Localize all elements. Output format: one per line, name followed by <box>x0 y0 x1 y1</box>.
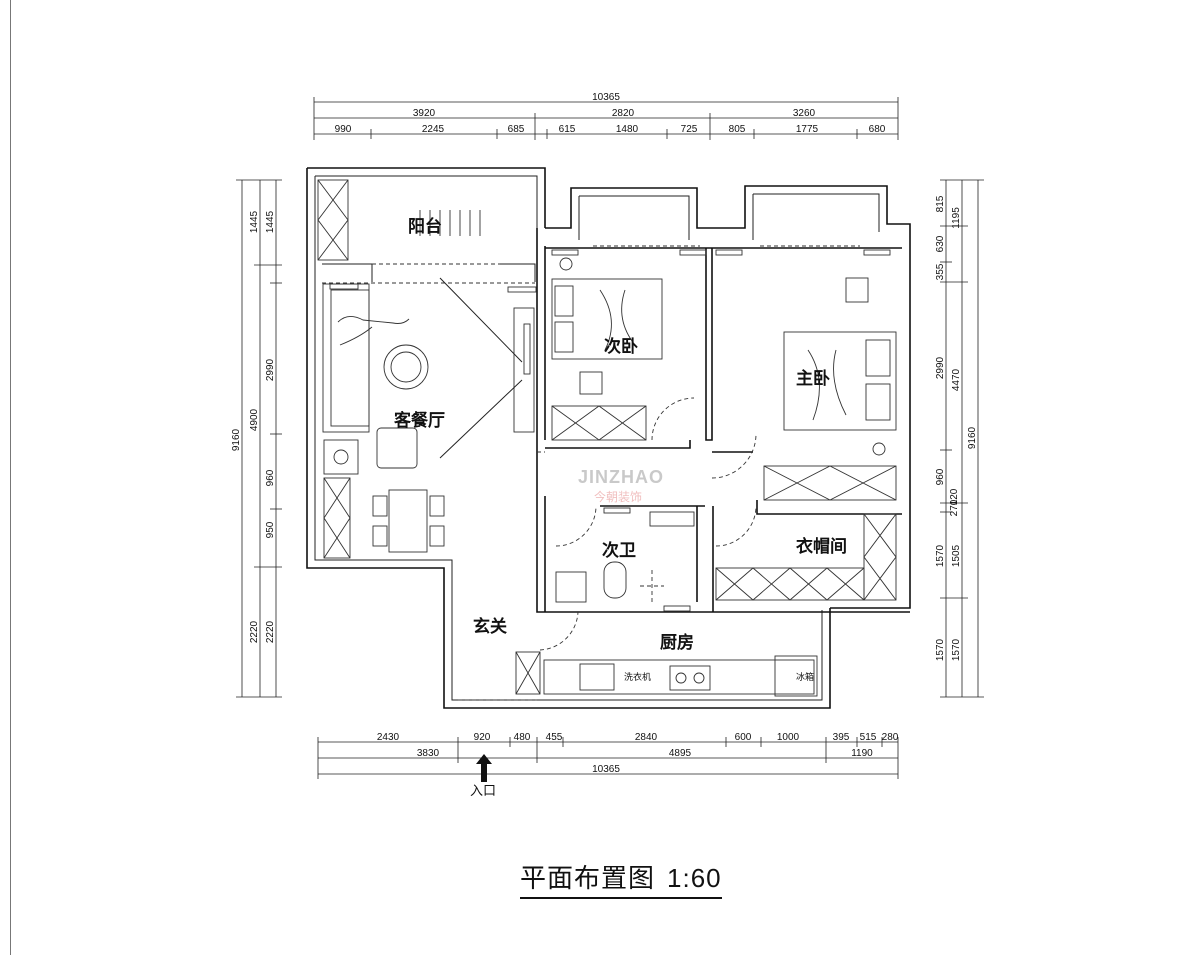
entrance-arrow-icon <box>476 754 492 782</box>
living-furniture <box>322 277 535 559</box>
dim-right-outer-5: 960 <box>935 468 946 485</box>
dim-left-outer-2: 2990 <box>265 358 276 381</box>
dim-right-outer-1: 815 <box>935 195 946 212</box>
dim-right-outer-8: 1570 <box>935 544 946 567</box>
entrance-label: 入口 <box>470 784 496 799</box>
outer-walls <box>306 167 911 709</box>
dim-top-row3-1: 990 <box>335 124 352 135</box>
dim-top-row2-2: 2820 <box>612 108 635 119</box>
drawing-scale: 1:60 <box>667 863 722 893</box>
foyer-fixtures <box>515 611 579 695</box>
second-bathroom-fixtures <box>555 505 695 603</box>
right-dimensions: 815 630 355 2990 960 120 270 1570 1570 1… <box>935 179 984 698</box>
dim-top-total: 10365 <box>592 92 620 103</box>
watermark-brand-cn: 今朝装饰 <box>594 490 643 504</box>
dim-left-outer-1: 1445 <box>265 210 276 233</box>
bottom-dimensions: 2430 920 480 455 2840 600 1000 395 515 2… <box>317 732 899 779</box>
appliance-fridge-label: 冰箱 <box>796 671 814 683</box>
appliance-washer-label: 洗衣机 <box>624 671 651 683</box>
room-label-living-dining: 客餐厅 <box>393 410 445 431</box>
dim-left-inner-1: 1445 <box>249 210 260 233</box>
dim-top-row3-2: 2245 <box>422 124 445 135</box>
dim-left-outer-5: 2220 <box>265 620 276 643</box>
room-label-master-bedroom: 主卧 <box>796 368 830 389</box>
room-label-second-bedroom: 次卧 <box>604 336 638 357</box>
dim-bottom-row1-5: 2840 <box>635 732 658 743</box>
dim-bottom-row2-3: 1190 <box>851 748 873 759</box>
radiators <box>329 249 891 612</box>
watermark-logo: JINZHAO 今朝装饰 <box>538 467 664 505</box>
drawing-title: 平面布置图 1:60 <box>520 858 722 899</box>
dim-right-total: 9160 <box>967 426 978 449</box>
dim-bottom-row1-7: 1000 <box>777 732 800 743</box>
left-dimensions: 9160 1445 4900 2220 1445 2990 960 950 22… <box>231 179 282 698</box>
dim-bottom-row2-1: 3830 <box>417 748 440 759</box>
dim-right-outer-6: 120 <box>949 488 960 505</box>
second-bedroom-furniture <box>551 257 695 441</box>
dim-right-inner-3: 1505 <box>951 544 962 567</box>
dim-top-row3-9: 680 <box>869 124 886 135</box>
dim-top-row2-1: 3920 <box>413 108 436 119</box>
dim-bottom-row1-10: 280 <box>882 732 899 743</box>
master-bedroom-furniture <box>711 277 897 601</box>
dim-right-outer-7: 270 <box>949 499 960 516</box>
dim-left-inner-3: 2220 <box>249 620 260 643</box>
dim-top-row3-7: 805 <box>729 124 746 135</box>
drawing-title-text: 平面布置图 <box>520 864 656 894</box>
dim-bottom-row1-9: 515 <box>860 732 877 743</box>
dim-top-row3-5: 1480 <box>616 124 639 135</box>
dim-top-row3-3: 685 <box>508 124 525 135</box>
dim-right-inner-1: 1195 <box>951 207 962 229</box>
dim-bottom-total: 10365 <box>592 764 620 775</box>
dim-left-total: 9160 <box>231 428 242 451</box>
kitchen-fixtures <box>543 655 818 697</box>
dim-right-inner-2: 4470 <box>951 368 962 391</box>
dim-bottom-row1-6: 600 <box>735 732 752 743</box>
dim-bottom-row1-4: 455 <box>546 732 563 743</box>
dim-left-outer-4: 950 <box>265 521 276 538</box>
dim-bottom-row2-2: 4895 <box>669 748 692 759</box>
dim-top-row3-4: 615 <box>559 124 576 135</box>
dim-right-inner-4: 1570 <box>951 638 962 661</box>
page-border-line <box>10 0 11 955</box>
room-label-kitchen: 厨房 <box>660 632 694 653</box>
dim-right-outer-4: 2990 <box>935 356 946 379</box>
dim-bottom-row1-8: 395 <box>833 732 850 743</box>
dim-top-row3-6: 725 <box>681 124 698 135</box>
dim-bottom-row1-2: 920 <box>474 732 491 743</box>
top-dimensions: 10365 3920 2820 3260 990 2245 685 615 14… <box>313 92 899 140</box>
watermark-brand-en: JINZHAO <box>578 467 665 487</box>
balcony-cabinet <box>317 179 481 261</box>
dim-left-outer-3: 960 <box>265 469 276 486</box>
dim-right-outer-3: 355 <box>935 263 946 280</box>
dim-top-row3-8: 1775 <box>796 124 819 135</box>
dim-right-outer-2: 630 <box>935 235 946 252</box>
dim-top-row2-3: 3260 <box>793 108 816 119</box>
interior-walls <box>322 228 910 701</box>
dim-left-inner-2: 4900 <box>249 408 260 431</box>
room-label-second-bathroom: 次卫 <box>602 540 636 561</box>
room-label-balcony: 阳台 <box>408 216 442 237</box>
room-label-closet: 衣帽间 <box>796 536 847 557</box>
dim-right-outer-9: 1570 <box>935 638 946 661</box>
dim-bottom-row1-3: 480 <box>514 732 531 743</box>
dim-bottom-row1-1: 2430 <box>377 732 400 743</box>
room-label-foyer: 玄关 <box>473 616 507 637</box>
